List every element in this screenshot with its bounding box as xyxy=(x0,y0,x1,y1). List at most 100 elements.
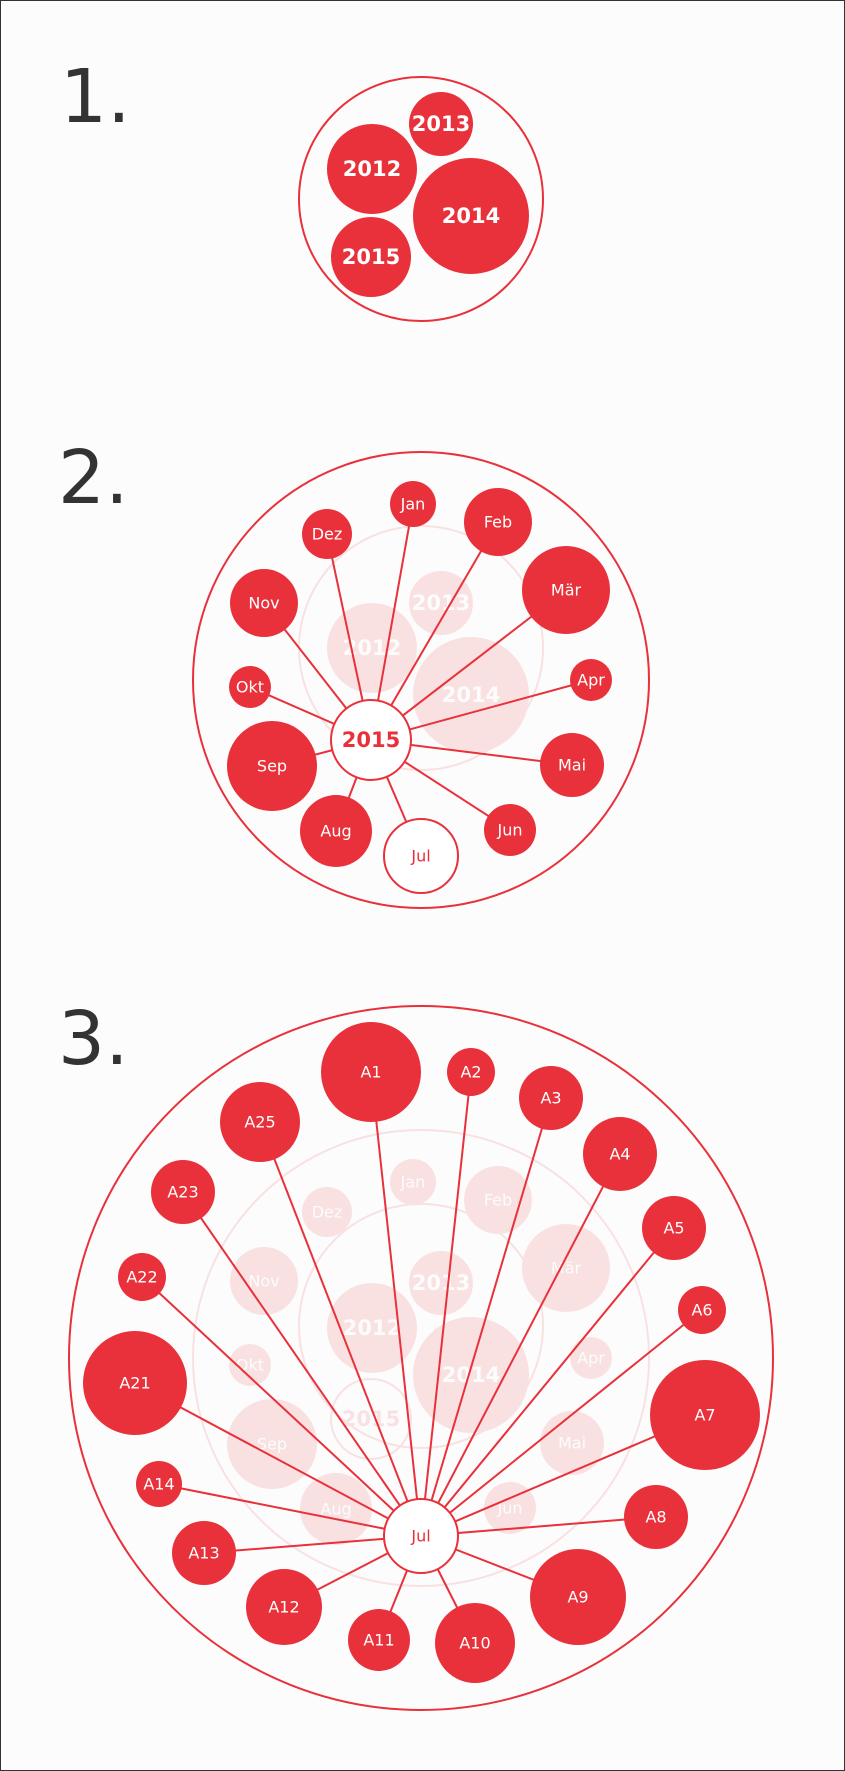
activity-bubble-a14[interactable]: A14 xyxy=(136,1461,182,1507)
year-bubble-2013[interactable]: 2013 xyxy=(409,92,473,156)
month-bubble-nov[interactable]: Nov xyxy=(230,569,298,637)
activity-bubble-label: A10 xyxy=(459,1634,490,1653)
faded-year-label: 2014 xyxy=(442,683,500,707)
faded-month-label: Jan xyxy=(400,1173,426,1192)
activity-bubble-a11[interactable]: A11 xyxy=(348,1609,410,1671)
activity-connector-a1 xyxy=(370,1071,422,1537)
activity-bubble-a6[interactable]: A6 xyxy=(678,1286,726,1334)
month-bubble-maer[interactable]: Mär xyxy=(522,546,610,634)
faded-hub-label: 2015 xyxy=(342,1407,400,1431)
activity-bubble-a4[interactable]: A4 xyxy=(583,1117,657,1191)
activity-bubble-label: A21 xyxy=(119,1374,150,1393)
activity-connector-a2 xyxy=(420,1071,472,1537)
year-bubble-label: 2012 xyxy=(343,157,401,181)
step-number-1: 1. xyxy=(60,54,131,140)
activity-bubble-a1[interactable]: A1 xyxy=(321,1022,421,1122)
faded-month-label: Sep xyxy=(257,1435,287,1454)
month-drilldown: 2013 2012 2014 JanFebMärAprMaiJunJulAugS… xyxy=(192,451,650,909)
month-bubble-sep[interactable]: Sep xyxy=(227,721,317,811)
year-bubble-label: 2015 xyxy=(342,245,400,269)
month-bubble-label: Mär xyxy=(551,581,582,600)
faded-month-bubble-maer: Mär xyxy=(522,1224,610,1312)
activity-bubble-a13[interactable]: A13 xyxy=(172,1521,236,1585)
activity-bubble-a10[interactable]: A10 xyxy=(435,1603,515,1683)
month-bubble-label: Jul xyxy=(410,847,430,866)
activity-bubble-a23[interactable]: A23 xyxy=(151,1160,215,1224)
faded-month-bubble-apr: Apr xyxy=(570,1337,612,1379)
faded-month-bubble-dez: Dez xyxy=(302,1187,352,1237)
faded-month-label: Feb xyxy=(484,1191,512,1210)
activity-bubble-label: A4 xyxy=(609,1145,630,1164)
year-bubble-label: 2013 xyxy=(412,112,470,136)
activity-bubble-label: A1 xyxy=(360,1063,381,1082)
month-bubble-apr[interactable]: Apr xyxy=(570,659,612,701)
activity-drilldown: 2013 2012 2014 2015 JanFebMärAprMaiJunAu… xyxy=(68,1005,774,1711)
faded-month-label: Okt xyxy=(236,1356,264,1375)
activity-bubble-a8[interactable]: A8 xyxy=(624,1485,688,1549)
activity-bubble-label: A23 xyxy=(167,1183,198,1202)
faded-month-bubble-feb: Feb xyxy=(464,1166,532,1234)
step-number-2: 2. xyxy=(58,435,129,521)
activity-bubble-a22[interactable]: A22 xyxy=(118,1253,166,1301)
activity-bubble-a2[interactable]: A2 xyxy=(447,1048,495,1096)
activity-bubble-a5[interactable]: A5 xyxy=(642,1196,706,1260)
year-bubble-2012[interactable]: 2012 xyxy=(327,124,417,214)
activity-connector-a21 xyxy=(134,1382,422,1537)
activity-bubble-label: A9 xyxy=(567,1588,588,1607)
month-bubble-jan[interactable]: Jan xyxy=(390,481,436,527)
month-bubble-dez[interactable]: Dez xyxy=(302,509,352,559)
faded-month-bubble-jun: Jun xyxy=(484,1482,536,1534)
year-hub-2015[interactable]: 2015 xyxy=(330,699,412,781)
month-bubble-aug[interactable]: Aug xyxy=(300,795,372,867)
faded-month-bubble-jan: Jan xyxy=(390,1159,436,1205)
activity-connector-a6 xyxy=(420,1309,703,1537)
month-hub-jul[interactable]: Jul xyxy=(383,1498,459,1574)
faded-month-bubble-nov: Nov xyxy=(230,1247,298,1315)
faded-month-bubble-mai: Mai xyxy=(540,1411,604,1475)
year-bubble-2014[interactable]: 2014 xyxy=(413,158,529,274)
activity-connector-a8 xyxy=(420,1516,657,1537)
activity-bubble-label: A5 xyxy=(663,1219,684,1238)
month-bubble-jun[interactable]: Jun xyxy=(484,804,536,856)
month-bubble-mai[interactable]: Mai xyxy=(540,733,604,797)
month-bubble-label: Aug xyxy=(320,822,351,841)
activity-bubble-label: A13 xyxy=(188,1544,219,1563)
activity-bubble-label: A12 xyxy=(268,1598,299,1617)
activity-connector-a14 xyxy=(158,1483,422,1537)
activity-bubble-a25[interactable]: A25 xyxy=(220,1082,300,1162)
month-connector-feb xyxy=(370,521,499,741)
month-bubble-label: Sep xyxy=(257,757,287,776)
activity-connector-a3 xyxy=(420,1097,552,1537)
faded-month-label: Mai xyxy=(558,1434,586,1453)
activity-connector-a22 xyxy=(141,1276,422,1537)
month-bubble-okt[interactable]: Okt xyxy=(229,666,271,708)
month-hub-label: Jul xyxy=(410,1527,430,1546)
month-bubble-label: Okt xyxy=(236,678,264,697)
faded-month-drilldown: 2013 2012 2014 2015 JanFebMärAprMaiJunAu… xyxy=(192,1129,650,1587)
activity-bubble-a12[interactable]: A12 xyxy=(246,1569,322,1645)
activity-bubble-label: A7 xyxy=(694,1406,715,1425)
activity-bubble-a3[interactable]: A3 xyxy=(519,1066,583,1130)
activity-bubble-a7[interactable]: A7 xyxy=(650,1360,760,1470)
year-cluster-outline xyxy=(298,76,544,322)
year-hub-label: 2015 xyxy=(342,728,400,752)
activity-bubble-label: A2 xyxy=(460,1063,481,1082)
month-bubble-label: Feb xyxy=(484,513,512,532)
faded-year-label: 2013 xyxy=(412,591,470,615)
activity-connector-a4 xyxy=(420,1153,621,1537)
faded-month-label: Aug xyxy=(320,1500,351,1519)
activity-connector-a25 xyxy=(259,1121,422,1537)
activity-bubble-a21[interactable]: A21 xyxy=(83,1331,187,1435)
year-bubble-2015[interactable]: 2015 xyxy=(331,217,411,297)
month-bubble-label: Mai xyxy=(558,756,586,775)
activity-bubble-a9[interactable]: A9 xyxy=(530,1549,626,1645)
activity-bubble-label: A11 xyxy=(363,1631,394,1650)
activity-bubble-label: A6 xyxy=(691,1301,712,1320)
faded-month-label: Dez xyxy=(312,1203,343,1222)
faded-month-bubble-sep: Sep xyxy=(227,1399,317,1489)
month-bubble-jul[interactable]: Jul xyxy=(383,818,459,894)
activity-drilldown-outline xyxy=(68,1005,774,1711)
faded-month-label: Nov xyxy=(248,1272,279,1291)
month-bubble-feb[interactable]: Feb xyxy=(464,488,532,556)
